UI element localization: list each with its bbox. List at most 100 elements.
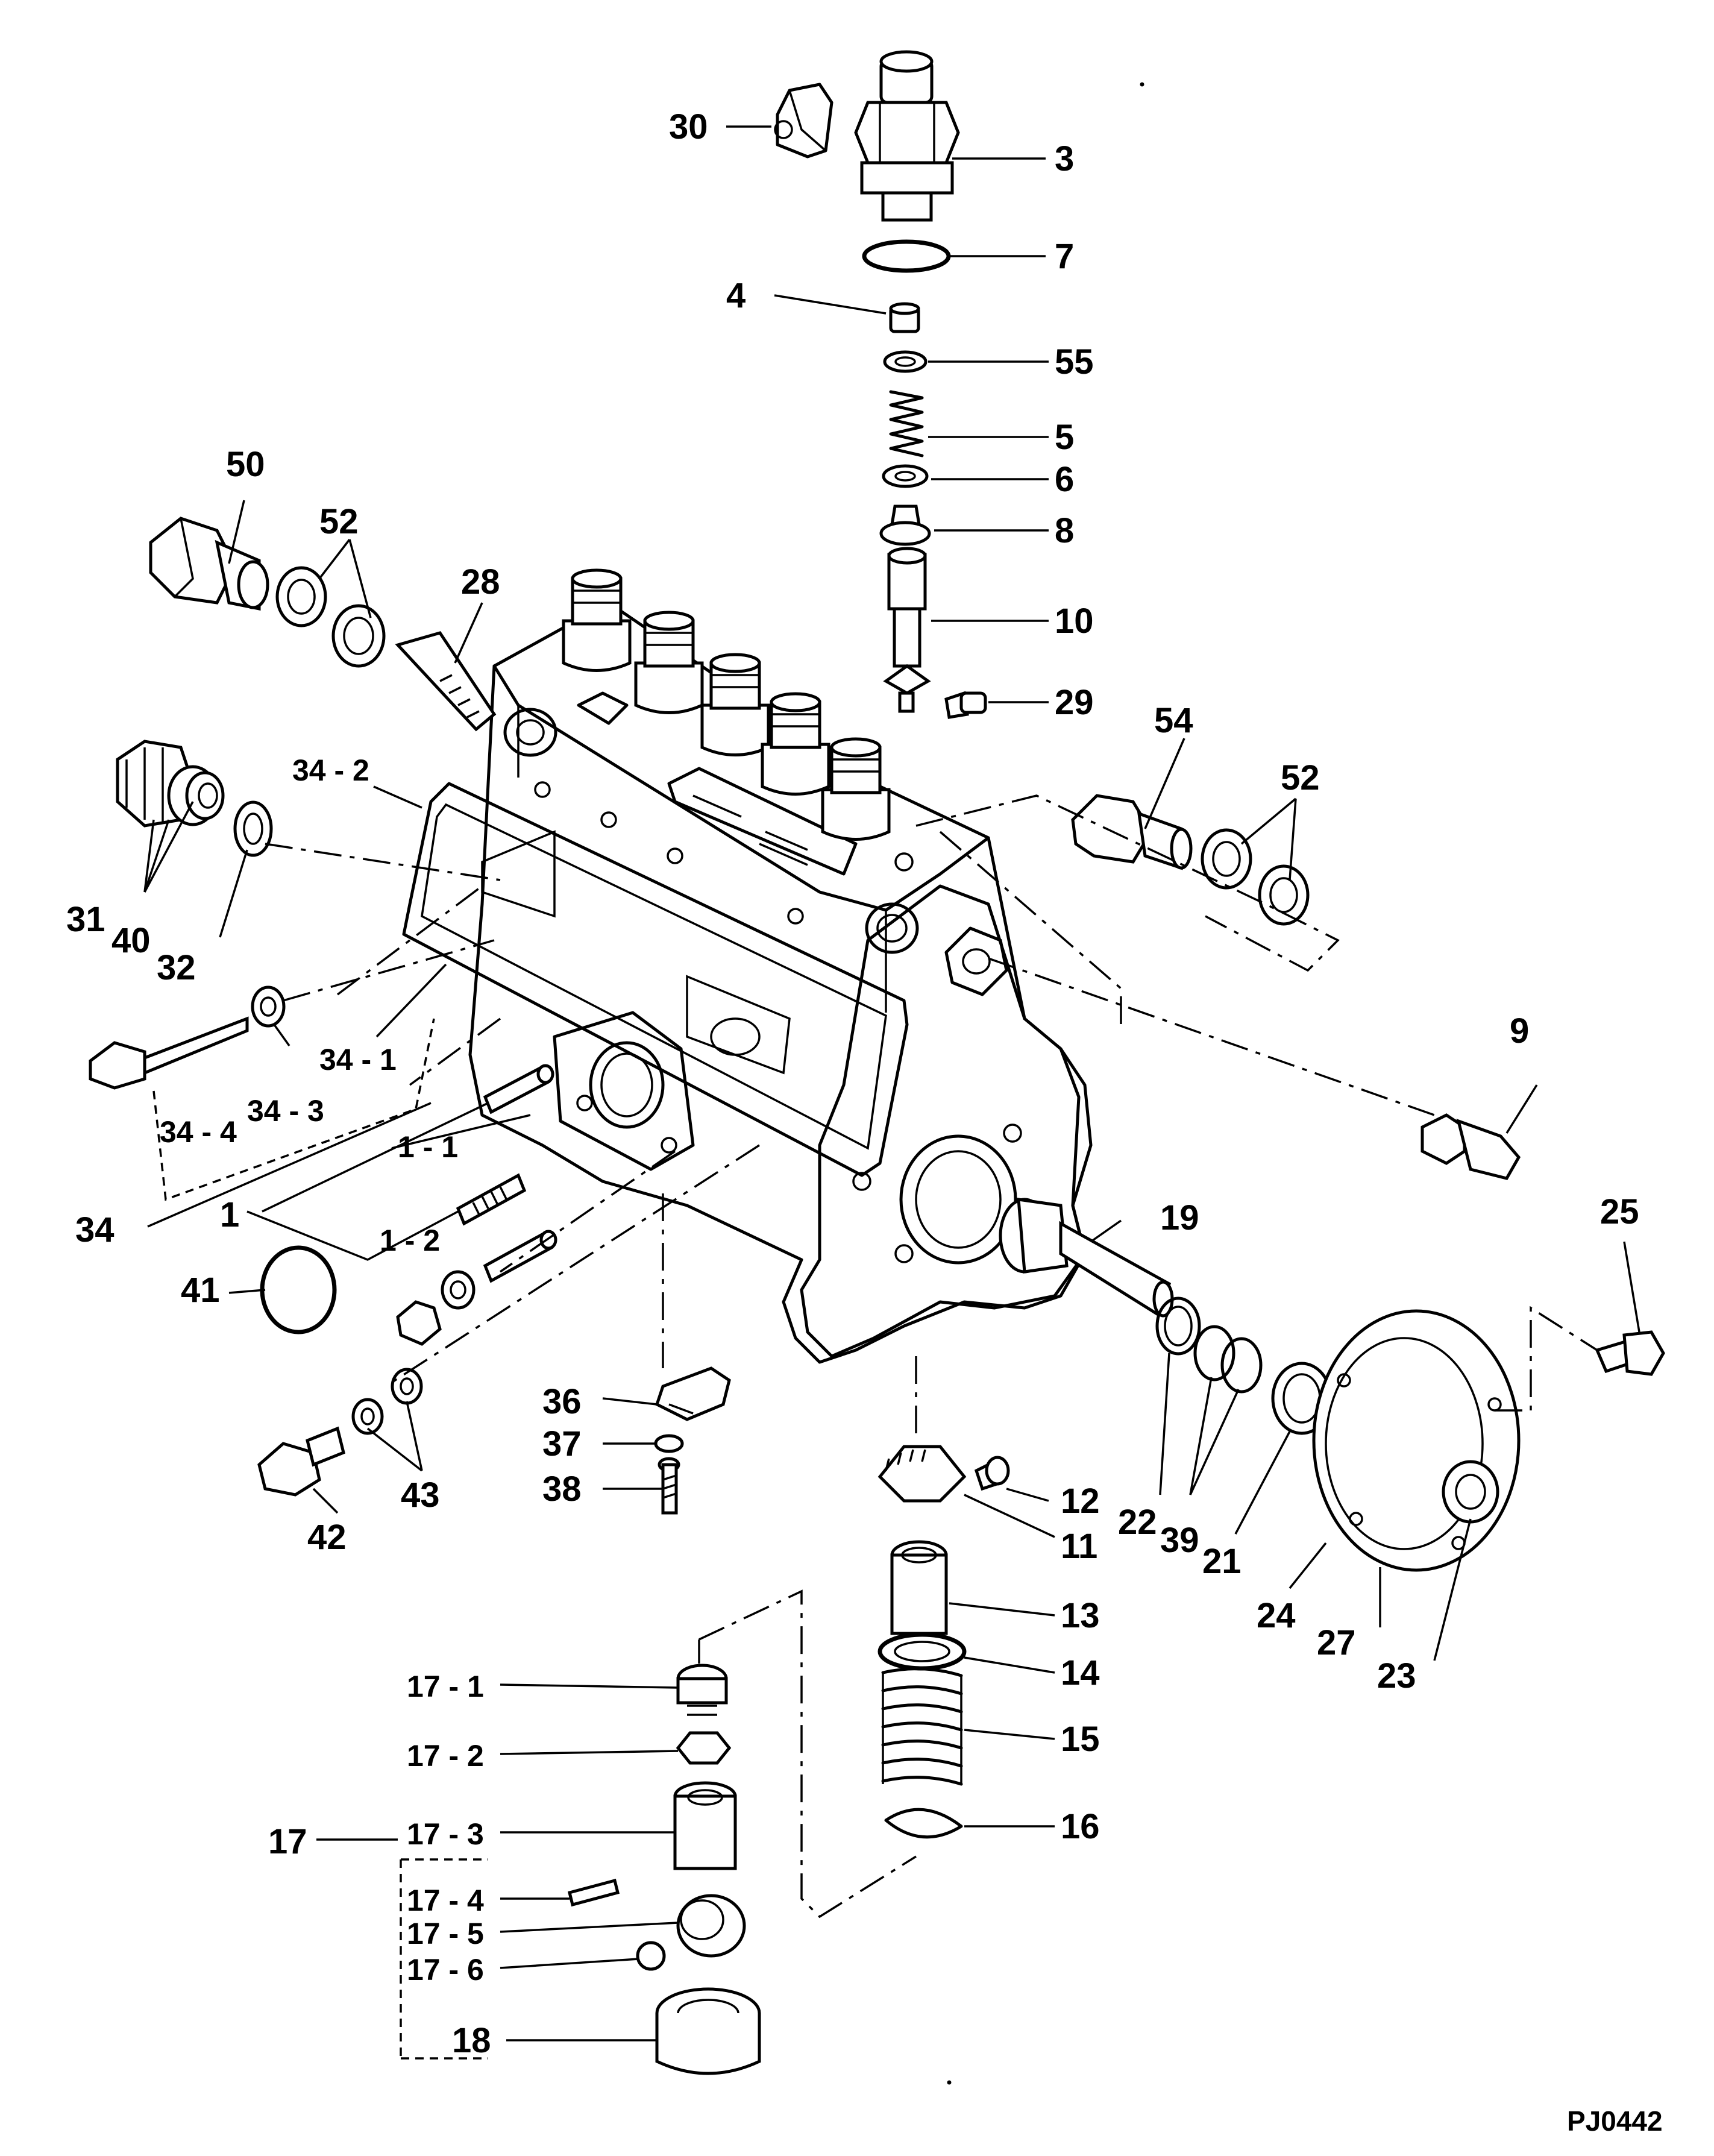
callout-40: 40: [111, 921, 151, 960]
part-39-shims: [1193, 1325, 1263, 1394]
part-19-camshaft: [999, 1198, 1174, 1318]
callout-27: 27: [1317, 1623, 1356, 1662]
part-41-o-ring: [260, 1245, 337, 1334]
callout-17-2: 17 - 2: [407, 1739, 484, 1773]
callout-52-right: 52: [1281, 758, 1320, 797]
callout-19: 19: [1160, 1198, 1199, 1237]
callout-17-4: 17 - 4: [407, 1884, 484, 1917]
callout-28: 28: [461, 562, 500, 602]
callout-54: 54: [1154, 701, 1193, 740]
callout-34-4: 34 - 4: [160, 1115, 237, 1149]
callout-11: 11: [1061, 1527, 1097, 1566]
part-50-banjo-bolt: [149, 517, 269, 611]
part-32-washer: [233, 800, 273, 857]
part-17-4-pin: [567, 1878, 620, 1907]
callout-25: 25: [1600, 1192, 1639, 1231]
part-52-washers-right: [1201, 828, 1310, 926]
callout-7: 7: [1055, 237, 1074, 276]
part-17-3-tappet-body: [673, 1781, 737, 1870]
part-37-washer: [654, 1434, 684, 1453]
part-36-bracket: [655, 1366, 731, 1421]
part-15-spring: [881, 1667, 963, 1786]
callout-8: 8: [1055, 511, 1074, 550]
part-3-delivery-valve-holder: [854, 50, 960, 222]
callout-29: 29: [1055, 683, 1094, 722]
callout-18: 18: [452, 2021, 491, 2060]
part-1-nut-washer: [396, 1270, 476, 1346]
callout-4: 4: [726, 276, 746, 315]
part-13-control-rack: [890, 1540, 948, 1635]
callout-32: 32: [157, 948, 196, 987]
callout-1-1: 1 - 1: [398, 1130, 458, 1164]
callout-24: 24: [1257, 1596, 1296, 1635]
callout-17-5: 17 - 5: [407, 1917, 484, 1950]
callout-10: 10: [1055, 602, 1094, 641]
callout-37: 37: [542, 1424, 582, 1463]
part-7-o-ring: [862, 239, 951, 273]
callout-52-left: 52: [319, 502, 359, 541]
part-17-1-adjusting-screw: [676, 1664, 728, 1716]
callout-36: 36: [542, 1382, 582, 1421]
callout-34-1: 34 - 1: [319, 1043, 397, 1076]
part-30-clamp: [774, 83, 833, 159]
part-8-valve: [879, 504, 931, 546]
part-34-3-washer: [251, 985, 286, 1028]
part-12-screw: [974, 1456, 1010, 1491]
part-38-screw: [658, 1457, 680, 1515]
callout-9: 9: [1510, 1011, 1529, 1051]
part-29-screw: [944, 691, 987, 719]
part-25-bolt: [1595, 1330, 1665, 1376]
part-1-1-pin: [483, 1064, 554, 1114]
callout-21: 21: [1202, 1542, 1242, 1581]
part-16-lower-seat: [884, 1808, 963, 1839]
callout-17-1: 17 - 1: [407, 1670, 484, 1703]
callout-50: 50: [226, 445, 265, 484]
callout-43: 43: [401, 1476, 440, 1515]
part-11-control-sleeve: [877, 1445, 967, 1503]
callout-41: 41: [181, 1271, 220, 1310]
callout-1: 1: [220, 1195, 239, 1234]
callout-17: 17: [268, 1822, 307, 1861]
part-17-2-nut: [676, 1731, 732, 1765]
part-42-bolt: [257, 1426, 345, 1497]
part-18-tappet-guide: [655, 1987, 761, 2075]
part-1-pin-lower: [483, 1230, 557, 1283]
part-4-valve-stopper: [889, 302, 920, 333]
callout-6: 6: [1055, 460, 1074, 499]
part-22-seal: [1155, 1296, 1201, 1356]
callout-31: 31: [66, 900, 105, 939]
part-52-washers-left: [275, 566, 386, 668]
callout-1-2: 1 - 2: [380, 1224, 440, 1257]
part-27-bearing-cover: [1312, 1309, 1521, 1572]
callout-23: 23: [1377, 1656, 1416, 1696]
callout-12: 12: [1061, 1482, 1100, 1521]
part-14-spring-seat: [877, 1632, 967, 1671]
callout-17-3: 17 - 3: [407, 1817, 484, 1851]
centerlines: [152, 794, 1598, 2060]
drawing-code: PJ0442: [1567, 2105, 1663, 2137]
callout-30: 30: [669, 107, 708, 146]
delivery-valve-holders: [562, 568, 891, 841]
leader-lines: [143, 125, 1640, 2041]
part-34-4-screw: [89, 1016, 249, 1090]
part-23-bushing: [1442, 1460, 1499, 1524]
pump-housing: [402, 601, 1093, 1364]
part-17-6-bushing: [636, 1941, 666, 1971]
callout-17-6: 17 - 6: [407, 1953, 484, 1987]
callout-13: 13: [1061, 1596, 1100, 1635]
part-28-fuel-inlet: [395, 631, 497, 732]
part-6-washer: [882, 464, 929, 488]
callout-39: 39: [1160, 1521, 1199, 1560]
part-17-5-roller: [676, 1894, 746, 1958]
callout-42: 42: [307, 1518, 347, 1557]
callout-34-3: 34 - 3: [247, 1094, 324, 1128]
callout-15: 15: [1061, 1720, 1100, 1759]
part-5-spring: [889, 390, 924, 457]
part-9-fitting: [1420, 1113, 1521, 1180]
callout-34: 34: [75, 1210, 115, 1249]
callout-5: 5: [1055, 418, 1074, 457]
callout-16: 16: [1061, 1807, 1100, 1846]
callout-55: 55: [1055, 342, 1094, 382]
part-1-2-stud: [456, 1173, 527, 1226]
